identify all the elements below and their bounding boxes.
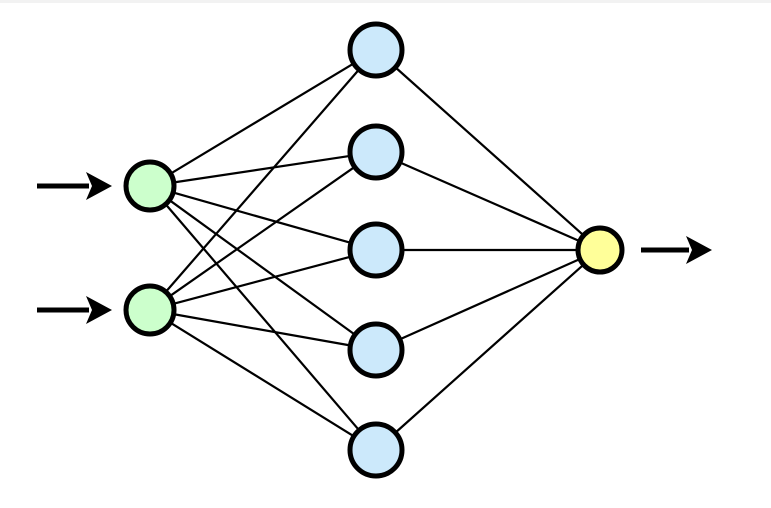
edge-h2-o1 [399,161,580,242]
edge-h1-o1 [395,67,584,236]
edge-i1-h1 [170,62,354,175]
input-arrow-in1 [37,172,112,200]
node-circle-i2[interactable] [123,283,177,337]
edge-i2-h3 [173,255,351,305]
io-arrows-group [37,172,712,324]
edge-h5-o1 [395,264,584,433]
node-h1[interactable] [347,21,405,79]
output-arrow-out1 [641,236,712,264]
node-i2[interactable] [123,283,177,337]
node-h5[interactable] [347,421,405,479]
edge-i1-h4 [169,199,356,336]
input-arrow-in2 [37,296,112,324]
node-o1[interactable] [575,225,625,275]
edges-group [165,62,584,437]
edge-i2-h4 [173,313,351,347]
nodes-group [123,21,625,479]
node-circle-h1[interactable] [347,21,405,79]
node-circle-o1[interactable] [575,225,625,275]
node-h3[interactable] [347,221,405,279]
edge-h4-o1 [399,258,580,341]
arrow-head-icon [686,236,712,264]
edge-i2-h5 [170,322,354,437]
node-circle-i1[interactable] [123,159,177,213]
edge-i1-h3 [173,191,351,244]
node-circle-h4[interactable] [347,321,405,379]
node-h4[interactable] [347,321,405,379]
node-i1[interactable] [123,159,177,213]
arrow-head-icon [86,296,112,324]
edge-i1-h5 [165,204,360,431]
node-circle-h5[interactable] [347,421,405,479]
arrow-head-icon [86,172,112,200]
node-h2[interactable] [347,123,405,181]
edge-i2-h2 [169,166,355,297]
node-circle-h3[interactable] [347,221,405,279]
edge-i2-h1 [165,69,360,293]
node-circle-h2[interactable] [347,123,405,181]
edge-i1-h2 [173,154,351,184]
